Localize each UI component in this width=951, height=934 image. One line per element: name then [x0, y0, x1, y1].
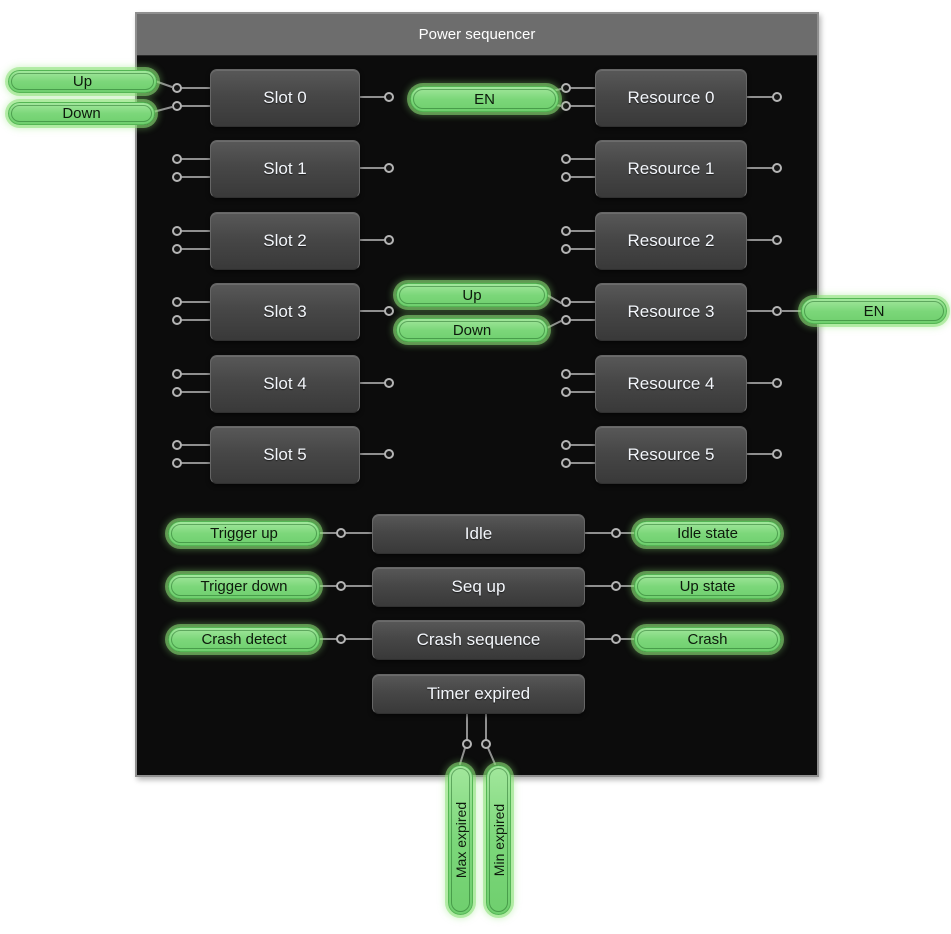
node-resource-1[interactable]: Resource 1 [595, 140, 747, 198]
node-idle[interactable]: Idle [372, 514, 585, 554]
pill-trigger-down[interactable]: Trigger down [168, 574, 320, 599]
node-slot-0[interactable]: Slot 0 [210, 69, 360, 127]
node-resource-5[interactable]: Resource 5 [595, 426, 747, 484]
pill-slot0-up[interactable]: Up [8, 70, 157, 93]
pill-up-state[interactable]: Up state [634, 574, 781, 599]
node-resource-4[interactable]: Resource 4 [595, 355, 747, 413]
pill-max-expired[interactable]: Max expired [448, 765, 473, 915]
pill-resource3-down[interactable]: Down [396, 318, 548, 342]
pill-crash-detect[interactable]: Crash detect [168, 627, 320, 652]
panel-title: Power sequencer [418, 26, 536, 43]
pill-max-expired-label: Max expired [452, 801, 469, 879]
pill-idle-state[interactable]: Idle state [634, 521, 781, 546]
node-slot-4[interactable]: Slot 4 [210, 355, 360, 413]
node-timer-expired[interactable]: Timer expired [372, 674, 585, 714]
node-seq-up[interactable]: Seq up [372, 567, 585, 607]
pill-resource3-en-out[interactable]: EN [801, 298, 947, 324]
node-resource-0[interactable]: Resource 0 [595, 69, 747, 127]
pill-min-expired-label: Min expired [490, 803, 507, 877]
pill-crash[interactable]: Crash [634, 627, 781, 652]
panel-title-bar[interactable]: Power sequencer [137, 14, 817, 56]
pill-resource0-en[interactable]: EN [410, 86, 559, 112]
pill-resource3-up[interactable]: Up [396, 283, 548, 307]
pill-slot0-down[interactable]: Down [8, 102, 155, 125]
node-resource-2[interactable]: Resource 2 [595, 212, 747, 270]
node-slot-3[interactable]: Slot 3 [210, 283, 360, 341]
node-crash-sequence[interactable]: Crash sequence [372, 620, 585, 660]
pill-trigger-up[interactable]: Trigger up [168, 521, 320, 546]
node-slot-5[interactable]: Slot 5 [210, 426, 360, 484]
pill-min-expired[interactable]: Min expired [486, 765, 511, 915]
node-slot-2[interactable]: Slot 2 [210, 212, 360, 270]
node-resource-3[interactable]: Resource 3 [595, 283, 747, 341]
node-slot-1[interactable]: Slot 1 [210, 140, 360, 198]
